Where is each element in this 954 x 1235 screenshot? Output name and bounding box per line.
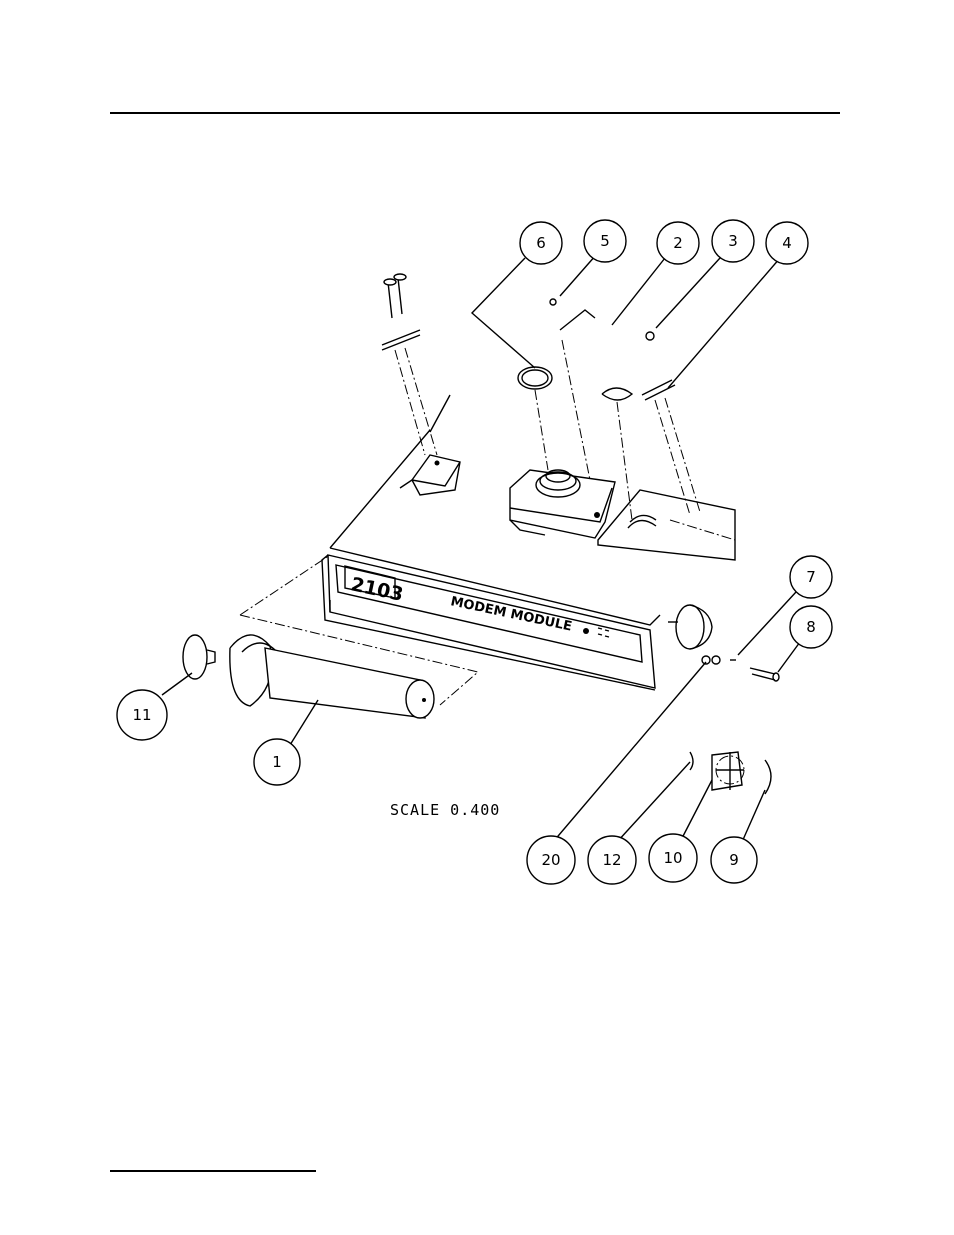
callout-5: 5 [584,220,626,262]
callout-2: 2 [657,222,699,264]
callout-4: 4 [766,222,808,264]
callout-8: 8 [790,606,832,648]
rear-panel-plate [598,490,735,560]
svg-text:1: 1 [272,753,282,771]
svg-text:3: 3 [728,232,738,250]
svg-text:11: 11 [132,706,151,724]
modem-enclosure: 2103 MODEM MODULE [322,430,660,690]
callout-9: 9 [711,837,757,883]
callout-6: 6 [520,222,562,264]
svg-text:4: 4 [782,234,792,252]
lower-right-parts [690,752,771,794]
callout-7: 7 [790,556,832,598]
svg-text:6: 6 [536,234,546,252]
callout-20: 20 [527,836,575,884]
rear-connector-hardware [668,605,779,681]
svg-text:2: 2 [673,234,683,252]
left-bracket [382,274,460,495]
svg-text:5: 5 [600,232,610,250]
callout-12: 12 [588,836,636,884]
callout-10: 10 [649,834,697,882]
svg-text:7: 7 [806,568,816,586]
front-led-icon [583,628,589,634]
callout-1: 1 [254,739,300,785]
svg-text:10: 10 [663,849,682,867]
svg-text:8: 8 [806,618,816,636]
scale-note: SCALE 0.400 [390,801,500,819]
svg-text:20: 20 [541,851,560,869]
svg-text:12: 12 [602,851,621,869]
callout-3: 3 [712,220,754,262]
connector-block [510,470,615,538]
svg-text:9: 9 [729,851,739,869]
callout-11: 11 [117,690,167,740]
